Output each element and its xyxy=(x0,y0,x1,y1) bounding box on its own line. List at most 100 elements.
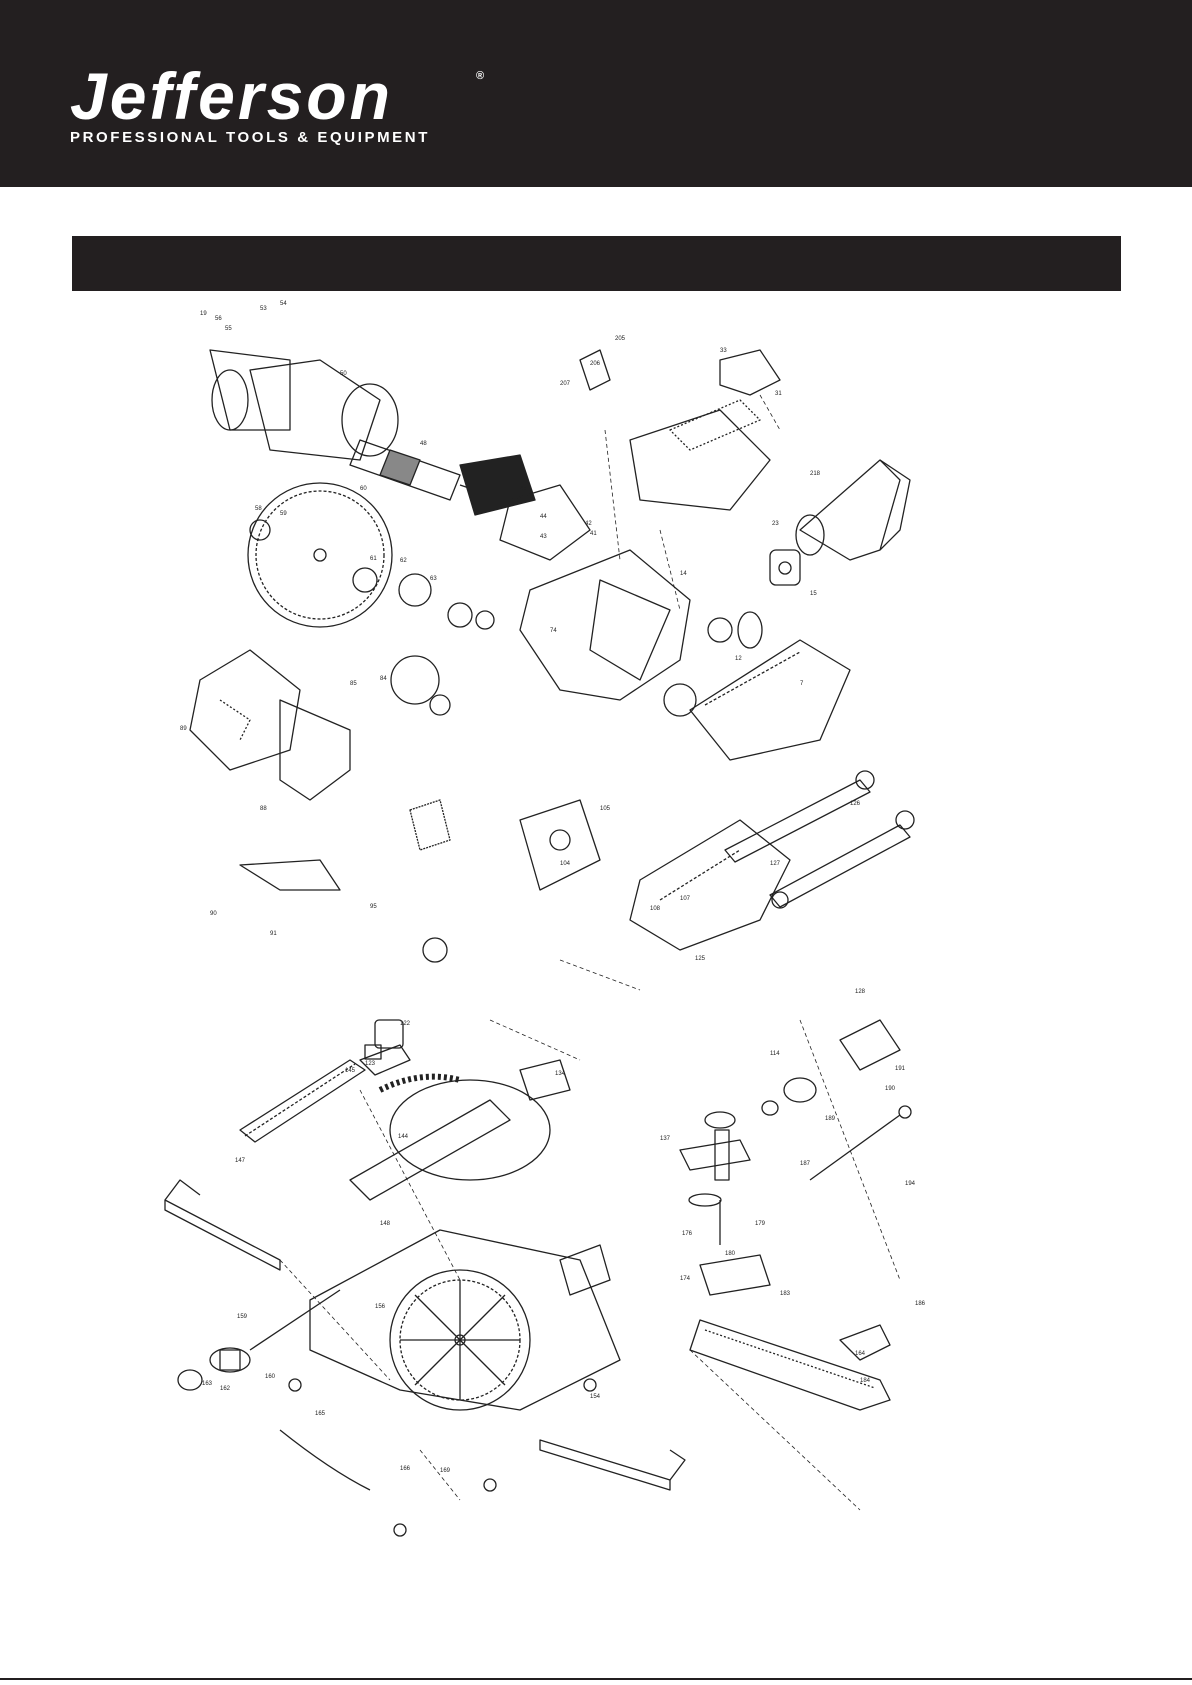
callout-label: 56 xyxy=(215,316,222,322)
callout-label: 189 xyxy=(825,1116,836,1122)
assembly-lines xyxy=(279,394,901,1511)
saw-handle xyxy=(579,349,781,511)
dust-bag xyxy=(795,459,911,561)
callout-label: 147 xyxy=(235,1158,246,1164)
callout-label: 184 xyxy=(860,1378,871,1384)
callout-label: 60 xyxy=(360,486,367,492)
callout-label: 176 xyxy=(682,1231,693,1237)
callout-label: 89 xyxy=(180,726,187,732)
footer-rule xyxy=(0,1678,1192,1680)
callout-label: 104 xyxy=(560,861,571,867)
callout-label: 164 xyxy=(855,1351,866,1357)
callout-label: 162 xyxy=(220,1386,231,1392)
callout-label: 166 xyxy=(400,1466,411,1472)
bevel-parts xyxy=(364,937,448,1060)
callout-label: 127 xyxy=(770,861,781,867)
registered-mark: ® xyxy=(476,70,485,82)
kerf-insert-arc xyxy=(279,1429,371,1491)
callout-label: 183 xyxy=(780,1291,791,1297)
arm-pivot xyxy=(239,799,601,891)
blade-guard xyxy=(189,649,351,801)
callout-label: 59 xyxy=(280,511,287,517)
section-title-bar xyxy=(72,236,1121,291)
callout-label: 44 xyxy=(540,514,547,520)
callout-label: 126 xyxy=(850,801,861,807)
callout-label: 62 xyxy=(400,558,407,564)
slide-rails xyxy=(724,770,915,908)
callout-label: 165 xyxy=(315,1411,326,1417)
callout-label: 85 xyxy=(350,681,357,687)
callout-label: 145 xyxy=(345,1068,356,1074)
callout-label: 160 xyxy=(265,1374,276,1380)
callout-label: 41 xyxy=(590,531,597,537)
callout-label: 45 xyxy=(520,486,527,492)
callout-label: 148 xyxy=(380,1221,391,1227)
callout-label: 163 xyxy=(202,1381,213,1387)
brand-name: Jefferson xyxy=(70,59,393,133)
fence-left xyxy=(239,1059,366,1143)
extension-support xyxy=(164,1179,686,1491)
callout-label: 43 xyxy=(540,534,547,540)
callout-label: 206 xyxy=(590,361,601,367)
callout-label: 122 xyxy=(400,1021,411,1027)
callout-label: 31 xyxy=(775,391,782,397)
callout-label: 12 xyxy=(735,656,742,662)
depth-stop xyxy=(761,1019,912,1181)
callout-label: 7 xyxy=(800,681,804,687)
armature xyxy=(349,439,491,501)
callout-label: 90 xyxy=(210,911,217,917)
callout-label: 134 xyxy=(555,1071,566,1077)
callout-label: 23 xyxy=(772,521,779,527)
callout-label: 91 xyxy=(270,931,277,937)
callout-label: 137 xyxy=(660,1136,671,1142)
brand-logo: Jefferson ® PROFESSIONAL TOOLS & EQUIPME… xyxy=(70,59,484,146)
callout-label: 207 xyxy=(560,381,571,387)
callout-label: 48 xyxy=(420,441,427,447)
callout-label: 128 xyxy=(855,989,866,995)
gear-housing-arm xyxy=(499,484,733,717)
saw-blade xyxy=(247,482,393,628)
callout-label: 186 xyxy=(915,1301,926,1307)
callout-label: 179 xyxy=(755,1221,766,1227)
callout-label: 50 xyxy=(340,371,347,377)
callout-label: 108 xyxy=(650,906,661,912)
callout-label: 154 xyxy=(590,1394,601,1400)
saw-base xyxy=(309,1229,621,1411)
motor-housing xyxy=(209,349,399,461)
callout-label: 55 xyxy=(225,326,232,332)
callout-label: 58 xyxy=(255,506,262,512)
callout-label: 63 xyxy=(430,576,437,582)
callout-label: 194 xyxy=(905,1181,916,1187)
callout-label: 174 xyxy=(680,1276,691,1282)
turntable xyxy=(349,1044,571,1201)
callout-label: 33 xyxy=(720,348,727,354)
bevel-lock xyxy=(177,1289,341,1391)
callout-label: 53 xyxy=(260,306,267,312)
laser-module xyxy=(769,549,801,586)
callout-label: 180 xyxy=(725,1251,736,1257)
callout-label: 74 xyxy=(550,628,557,634)
callout-label: 156 xyxy=(375,1304,386,1310)
miter-scale xyxy=(378,1073,461,1093)
callout-label: 19 xyxy=(200,311,207,317)
hold-down-clamp xyxy=(679,1111,751,1245)
callout-label: 218 xyxy=(810,471,821,477)
fence-right xyxy=(689,1254,891,1411)
callout-label: 61 xyxy=(370,556,377,562)
exploded-parts-diagram: 19 53 54 55 56 50 48 45 58 59 60 61 62 6… xyxy=(160,300,1020,1630)
callout-label: 54 xyxy=(280,301,287,307)
callout-labels: 19 53 54 55 56 50 48 45 58 59 60 61 62 6… xyxy=(180,301,926,1474)
callout-label: 187 xyxy=(800,1161,811,1167)
slide-carriage xyxy=(629,819,791,951)
stator xyxy=(459,454,536,516)
callout-label: 114 xyxy=(770,1051,780,1057)
parts-diagram-svg: 19 53 54 55 56 50 48 45 58 59 60 61 62 6… xyxy=(164,301,926,1537)
callout-label: 84 xyxy=(380,676,387,682)
callout-label: 159 xyxy=(237,1314,248,1320)
callout-label: 15 xyxy=(810,591,817,597)
callout-label: 125 xyxy=(695,956,706,962)
callout-label: 191 xyxy=(895,1066,906,1072)
callout-label: 105 xyxy=(600,806,611,812)
flange-parts xyxy=(249,519,495,716)
callout-label: 144 xyxy=(398,1134,409,1140)
